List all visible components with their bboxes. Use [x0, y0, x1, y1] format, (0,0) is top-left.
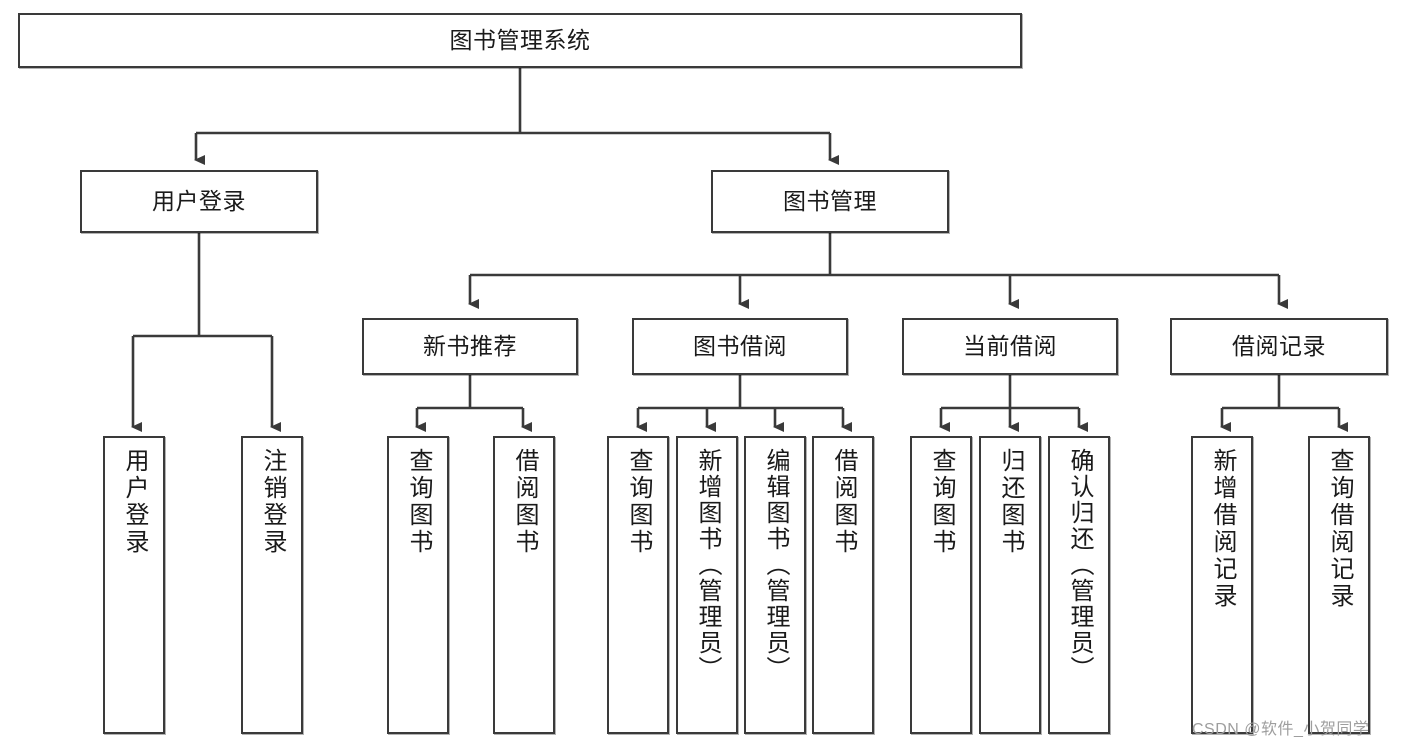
leaf-borrow-records-add-record[interactable]: 新增借阅记录 — [1191, 436, 1253, 734]
node-label: 图书管理系统 — [449, 26, 591, 53]
leaf-book-borrow-query-book[interactable]: 查询图书 — [607, 436, 669, 734]
node-label: 查询图书 — [928, 448, 955, 556]
leaf-book-borrow-borrow-book[interactable]: 借阅图书 — [812, 436, 874, 734]
node-label: 图书管理 — [783, 187, 877, 214]
node-label: 查询图书 — [625, 448, 652, 556]
node-label: 查询图书 — [405, 448, 432, 556]
leaf-borrow-records-query-record[interactable]: 查询借阅记录 — [1308, 436, 1370, 734]
node-label: 新增图书（管理员） — [694, 448, 721, 682]
node-label: 编辑图书（管理员） — [762, 448, 789, 682]
node-user-login[interactable]: 用户登录 — [80, 170, 318, 233]
node-label: 注销登录 — [259, 448, 286, 556]
node-label: 借阅图书 — [511, 448, 538, 556]
node-label: 确认归还（管理员） — [1066, 448, 1093, 682]
leaf-user-login-login[interactable]: 用户登录 — [103, 436, 165, 734]
node-book-management[interactable]: 图书管理 — [711, 170, 949, 233]
node-label: 用户登录 — [152, 187, 246, 214]
node-new-book-recommend[interactable]: 新书推荐 — [362, 318, 578, 375]
node-book-management-system[interactable]: 图书管理系统 — [18, 13, 1022, 68]
leaf-user-login-logout[interactable]: 注销登录 — [241, 436, 303, 734]
node-label: 借阅图书 — [830, 448, 857, 556]
leaf-current-borrow-query-book[interactable]: 查询图书 — [910, 436, 972, 734]
leaf-book-borrow-add-book-admin[interactable]: 新增图书（管理员） — [676, 436, 738, 734]
leaf-new-book-borrow-book[interactable]: 借阅图书 — [493, 436, 555, 734]
node-label: 新增借阅记录 — [1209, 448, 1236, 610]
leaf-book-borrow-edit-book-admin[interactable]: 编辑图书（管理员） — [744, 436, 806, 734]
node-borrow-records[interactable]: 借阅记录 — [1170, 318, 1388, 375]
node-label: 归还图书 — [997, 448, 1024, 556]
csdn-watermark: CSDN @软件_小贺同学 — [1192, 721, 1370, 738]
node-label: 新书推荐 — [423, 332, 517, 359]
node-label: 当前借阅 — [963, 332, 1057, 359]
node-label: 用户登录 — [121, 448, 148, 556]
leaf-current-borrow-confirm-return-admin[interactable]: 确认归还（管理员） — [1048, 436, 1110, 734]
node-book-borrow[interactable]: 图书借阅 — [632, 318, 848, 375]
node-label: 图书借阅 — [693, 332, 787, 359]
node-current-borrow[interactable]: 当前借阅 — [902, 318, 1118, 375]
leaf-current-borrow-return-book[interactable]: 归还图书 — [979, 436, 1041, 734]
leaf-new-book-query-book[interactable]: 查询图书 — [387, 436, 449, 734]
node-label: 借阅记录 — [1232, 332, 1326, 359]
node-label: 查询借阅记录 — [1326, 448, 1353, 610]
